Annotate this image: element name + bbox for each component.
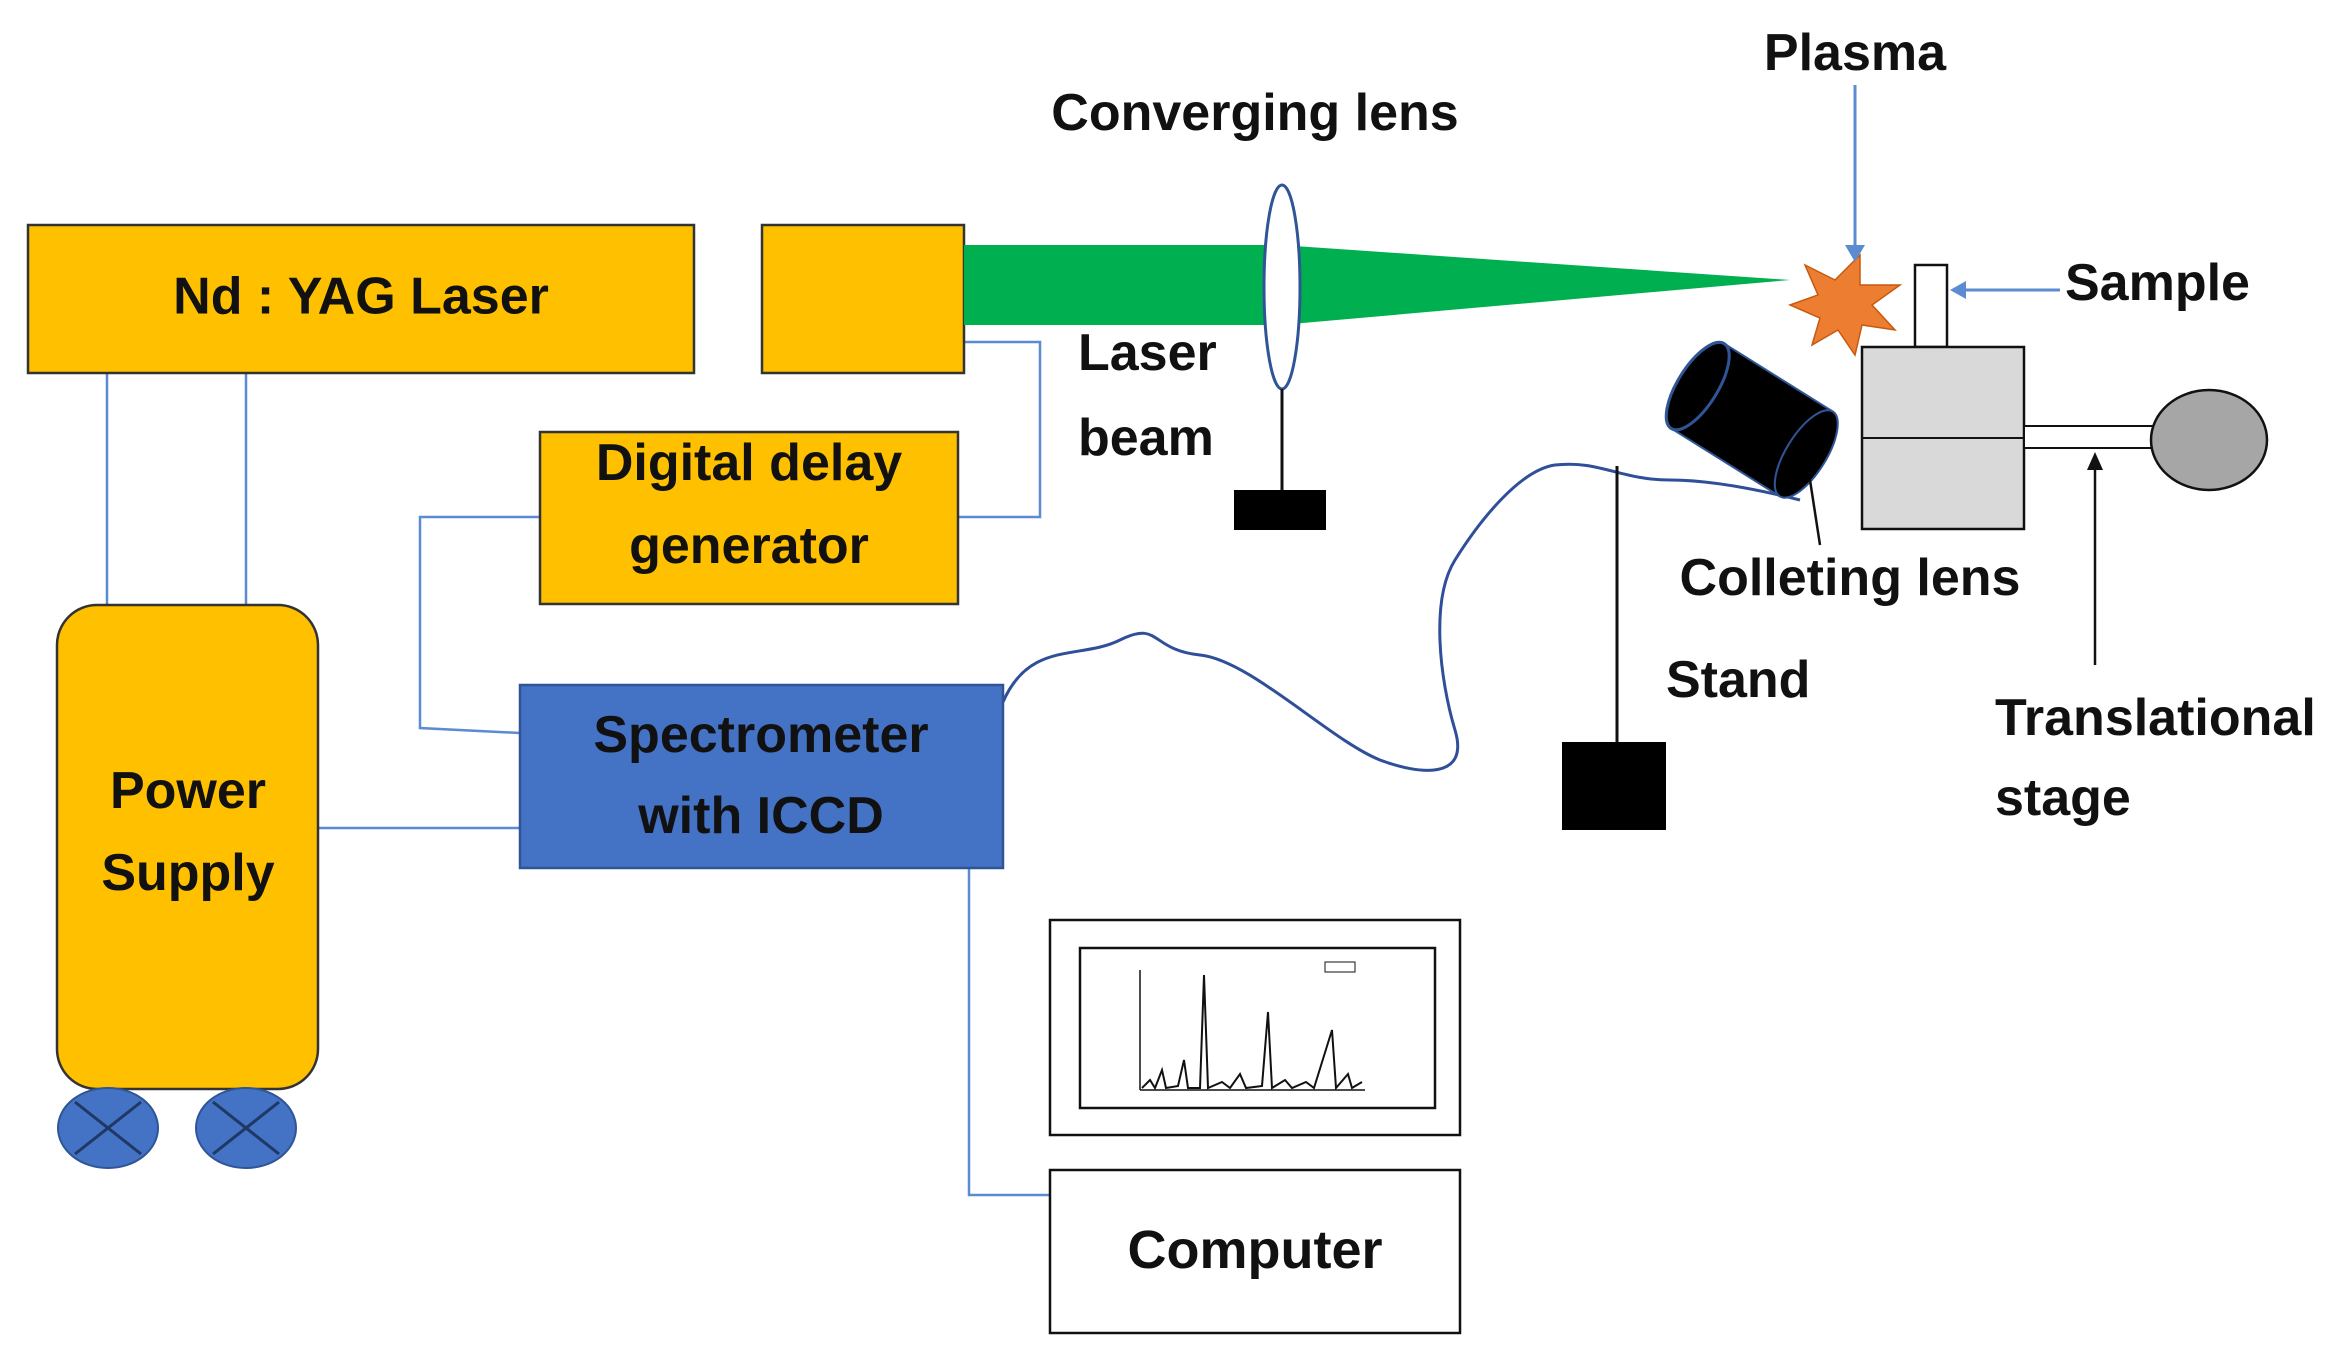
delay-generator: Digital delay generator: [538, 430, 960, 606]
plasma-arrowhead: [1845, 245, 1865, 262]
monitor: [1048, 918, 1462, 1137]
power-label-line2: Supply: [101, 844, 274, 902]
laser-head-delay-connector: [958, 340, 1042, 519]
spectrometer-label-line2: with ICCD: [637, 787, 884, 845]
delay-label-line2: generator: [629, 517, 869, 575]
wheel-icon: [57, 1087, 159, 1169]
laser-head-box: [760, 223, 966, 375]
stand-label: Stand: [1666, 651, 1810, 709]
laser-beam: [964, 245, 1790, 325]
collecting-stand-base: [1562, 742, 1666, 830]
sample-holder-assembly: [1860, 263, 2269, 531]
sample-arrowhead: [1950, 281, 1966, 299]
converging-lens-label: Converging lens: [1051, 84, 1458, 142]
translational-label-line2: stage: [1995, 769, 2131, 827]
laser-label: Nd : YAG Laser: [173, 268, 549, 326]
collecting-lens-label: Colleting lens: [1680, 549, 2021, 607]
power-supply-box: [55, 603, 320, 1091]
collecting-lens: [1664, 340, 1839, 499]
delay-spectrometer-connector: [418, 515, 540, 735]
laser-beam-label-line2: beam: [1078, 409, 1214, 467]
computer-label: Computer: [1128, 1220, 1383, 1280]
sample-label: Sample: [2065, 254, 2250, 312]
plasma-burst-icon: [1787, 253, 1903, 357]
collecting-lens-pointer: [1808, 479, 1822, 546]
power-label-line1: Power: [110, 762, 266, 820]
sample: [1913, 263, 1949, 349]
laser-box: [26, 223, 696, 375]
computer-box: [1048, 1168, 1462, 1335]
translation-knob: [2149, 388, 2269, 492]
translation-rod: [2023, 425, 2155, 449]
computer: Computer: [1048, 1168, 1462, 1335]
spectrometer-computer-connector: [967, 868, 1050, 1197]
converging-lens-assembly: [1234, 183, 1326, 530]
optical-fiber: [1001, 462, 1801, 772]
spectrometer: Spectrometer with ICCD: [518, 683, 1005, 870]
spectrometer-label-line1: Spectrometer: [593, 706, 928, 764]
laser-beam-label-line1: Laser: [1078, 324, 1217, 382]
monitor-screen: [1078, 946, 1437, 1110]
spectrometer-box: [518, 683, 1005, 870]
translational-stage-arrowhead: [2087, 452, 2103, 470]
delay-generator-box: [538, 430, 960, 606]
connector-lines: [105, 340, 1050, 1197]
laser-unit: Nd : YAG Laser: [26, 223, 966, 375]
power-supply: Power Supply: [55, 603, 320, 1169]
lens-stand-base: [1234, 490, 1326, 530]
delay-label-line1: Digital delay: [596, 434, 902, 492]
wheel-icon: [195, 1087, 297, 1169]
lens-icon: [1262, 183, 1302, 391]
plasma-label: Plasma: [1764, 24, 1947, 82]
spectrum-plot-icon: [1139, 961, 1365, 1091]
translational-label-line1: Translational: [1995, 689, 2316, 747]
